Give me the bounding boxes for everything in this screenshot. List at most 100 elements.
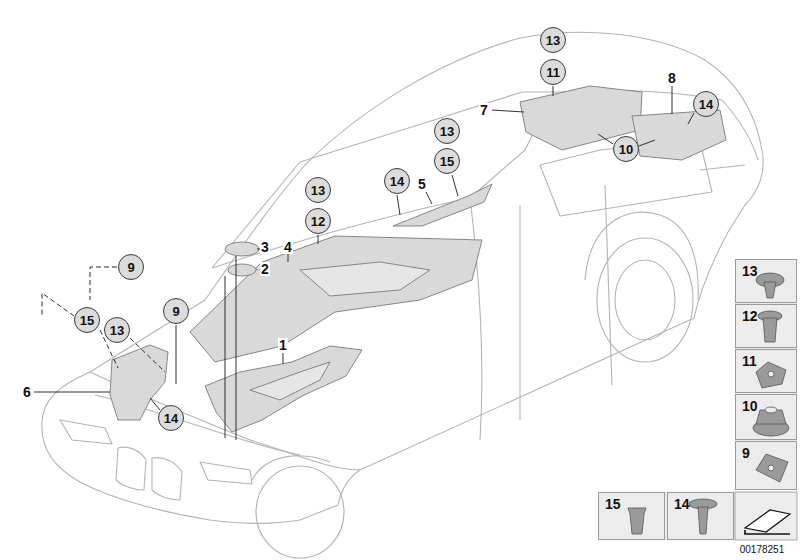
fastener-key-box: 13 <box>735 259 797 303</box>
callout-number: 11 <box>742 354 757 368</box>
clip-nut-icon <box>756 362 786 388</box>
drawing-stroke <box>768 371 774 377</box>
drawing-stroke <box>553 86 554 96</box>
callout-number: 15 <box>80 314 94 327</box>
callout-number: 11 <box>546 66 560 79</box>
callout-number: 13 <box>311 184 325 197</box>
leader-lines <box>34 86 694 440</box>
drawing-stroke <box>745 510 790 532</box>
callout-number: 12 <box>742 309 758 323</box>
drawing-stroke <box>225 242 259 256</box>
callout-number: 13 <box>546 34 560 47</box>
drawing-stroke <box>200 462 252 484</box>
drawing-stroke <box>672 86 673 114</box>
callout-number: 10 <box>619 143 633 156</box>
callout-circle: 12 <box>305 208 331 234</box>
callout-number: 13 <box>110 324 124 337</box>
drawing-stroke <box>176 325 177 384</box>
part-number: 6 <box>22 385 32 399</box>
fastener-key-box: 11 <box>735 349 797 393</box>
u-clip-icon <box>756 454 788 482</box>
callout-circle: 15 <box>434 148 460 174</box>
drawing-stroke <box>745 530 790 534</box>
callout-number: 9 <box>742 446 750 460</box>
callout-circle: 11 <box>540 59 566 85</box>
callout-number: 12 <box>311 215 325 228</box>
drawing-stroke <box>452 175 458 196</box>
drawing-stroke <box>765 407 777 413</box>
drawing-stroke <box>110 345 168 420</box>
drawing-stroke <box>632 110 726 160</box>
grommet-icon <box>628 508 646 534</box>
part-number: 2 <box>260 262 270 276</box>
drawing-stroke <box>250 362 330 400</box>
drawing-stroke <box>42 293 74 316</box>
drawing-stroke <box>585 212 698 300</box>
drawing-stroke <box>252 456 330 480</box>
drawing-stroke <box>300 92 522 162</box>
drawing-stroke <box>628 508 646 534</box>
drawing-stroke <box>130 338 165 372</box>
drawing-stroke <box>519 205 520 420</box>
dashed-brackets <box>42 267 165 372</box>
fastener-key-box: 15 <box>598 492 665 540</box>
drawing-stroke <box>470 198 482 440</box>
callout-circle: 14 <box>384 168 410 194</box>
drawing-stroke <box>150 398 160 410</box>
drawing-number: 00178251 <box>739 545 786 555</box>
nut-icon <box>753 407 789 436</box>
fastener-key <box>598 259 797 540</box>
callout-number: 14 <box>699 98 713 111</box>
sealing-icon <box>735 492 797 540</box>
drawing-stroke <box>615 260 675 340</box>
drawing-stroke <box>116 447 146 490</box>
part-number: 8 <box>667 71 677 85</box>
underbody-parts <box>110 86 726 432</box>
drawing-stroke <box>393 184 492 226</box>
callout-circle: 15 <box>74 307 100 333</box>
drawing-stroke <box>598 134 613 144</box>
callout-circle: 13 <box>305 177 331 203</box>
push-rivet-icon <box>689 499 717 534</box>
callout-number: 13 <box>440 125 454 138</box>
drawing-stroke <box>722 100 758 160</box>
drawing-stroke <box>756 454 788 482</box>
callout-number: 14 <box>164 412 178 425</box>
drawing-stroke <box>688 113 694 124</box>
drawing-stroke <box>60 420 112 444</box>
callout-number: 13 <box>742 264 758 278</box>
rivet-icon <box>758 311 782 342</box>
drawing-stroke <box>236 256 237 440</box>
drawing-stroke <box>257 269 258 270</box>
callout-number: 9 <box>127 261 134 274</box>
drawing-stroke <box>288 254 289 262</box>
drawing-stroke <box>598 492 797 540</box>
drawing-stroke <box>212 162 300 268</box>
drawing-stroke <box>300 262 430 296</box>
drawing-stroke <box>698 507 708 534</box>
clip-icon <box>756 273 784 298</box>
part-number: 4 <box>283 240 293 254</box>
callout-number: 15 <box>605 497 621 511</box>
drawing-stroke <box>42 32 763 523</box>
part-number: 1 <box>278 338 288 352</box>
drawing-stroke <box>152 458 182 500</box>
drawing-stroke <box>735 492 797 540</box>
drawing-stroke <box>283 353 284 364</box>
fastener-key-box: 10 <box>735 394 797 440</box>
drawing-stroke <box>639 140 655 146</box>
drawing-stroke <box>700 165 745 170</box>
drawing-stroke <box>764 282 776 298</box>
drawing-stroke <box>735 259 797 490</box>
drawing-stroke <box>225 276 226 438</box>
callout-circle: 13 <box>104 317 130 343</box>
callout-number: 15 <box>440 155 454 168</box>
part-number: 3 <box>260 240 270 254</box>
drawing-stroke <box>605 185 612 385</box>
drawing-stroke <box>34 392 110 393</box>
part-number: 5 <box>417 177 427 191</box>
drawing-stroke <box>768 465 774 471</box>
callout-circle: 14 <box>693 91 719 117</box>
drawing-stroke <box>763 318 777 342</box>
